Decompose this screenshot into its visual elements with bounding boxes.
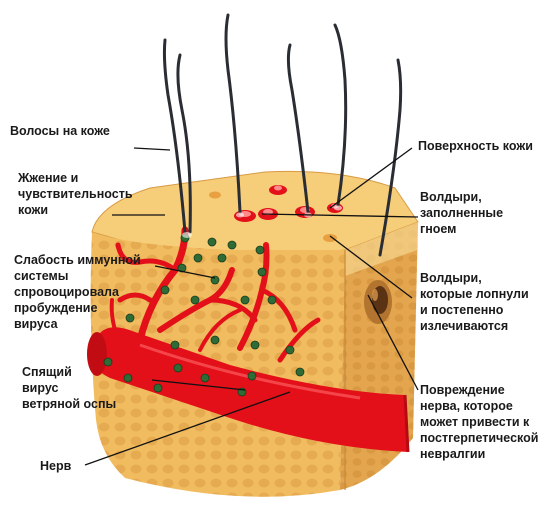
healing-blister [364,280,392,324]
label-healing-blisters: Волдыри, которые лопнули и постепенно из… [420,270,529,334]
label-pus-blisters: Волдыри, заполненные гноем [420,189,503,237]
label-hair: Волосы на коже [10,123,110,139]
label-dormant-virus: Спящий вирус ветряной оспы [22,364,116,412]
label-nerve-damage: Повреждение нерва, которое может привест… [420,382,538,462]
label-immune-weakness: Слабость иммунной системы спровоцировала… [14,252,141,332]
label-nerve: Нерв [40,458,71,474]
label-burning: Жжение и чувствительность кожи [18,170,133,218]
label-skin-surface: Поверхность кожи [418,138,533,154]
